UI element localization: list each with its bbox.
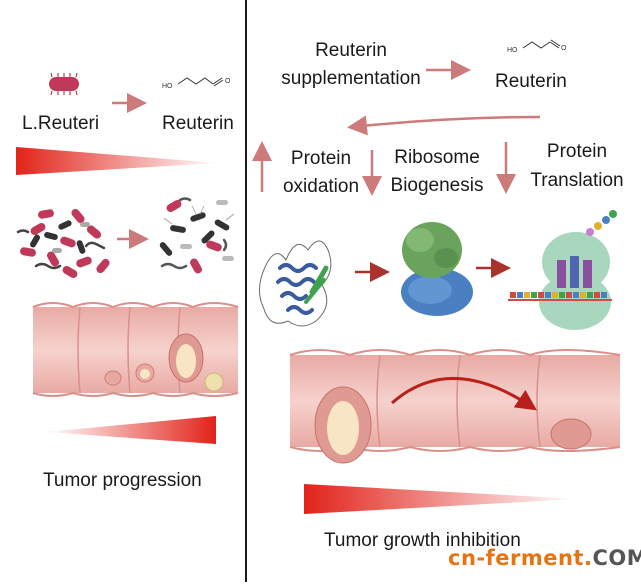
protein-translation-line2: Translation — [530, 170, 624, 191]
svg-text:O: O — [561, 45, 567, 52]
watermark-dot: . — [583, 546, 593, 570]
svg-text:HO: HO — [507, 47, 518, 54]
reuterin-label-left: Reuterin — [162, 113, 234, 134]
watermark-prefix: cn-ferment — [448, 546, 584, 570]
tumor-growth-inhibition-label: Tumor growth inhibition — [324, 530, 521, 551]
protein-oxidation-line2: oxidation — [282, 176, 360, 197]
translation-complex-icon — [508, 210, 617, 330]
watermark: cn-ferment.COM — [448, 546, 641, 570]
reuterin-label-right: Reuterin — [495, 71, 567, 92]
tumor-inhibition-gradient — [304, 484, 578, 514]
lreuteri-bacterium-icon — [49, 72, 79, 96]
svg-text:HO: HO — [162, 83, 173, 90]
tumor-progression-label: Tumor progression — [43, 470, 202, 491]
reuterin-molecule-icon-left: HO O — [162, 77, 231, 90]
bacteria-cluster-after — [159, 197, 235, 274]
ribosome-biogenesis-line1: Ribosome — [394, 147, 480, 168]
reuterin-molecule-icon-right: HO O — [507, 39, 567, 54]
reuterin-supplementation-line1: Reuterin — [315, 40, 387, 61]
colon-tissue-right — [289, 349, 621, 464]
protein-oxidation-line1: Protein — [290, 148, 352, 169]
lreuteri-label: L.Reuteri — [22, 113, 100, 134]
watermark-suffix: COM — [592, 546, 641, 570]
bacteria-cluster-before — [16, 208, 110, 278]
svg-text:O: O — [225, 78, 231, 85]
ribosome-icon — [401, 222, 473, 316]
reuterin-supplementation-line2: supplementation — [281, 68, 421, 89]
tumor-shrink-arrow — [391, 377, 537, 411]
protein-translation-line1: Protein — [546, 141, 608, 162]
tumor-progression-gradient — [46, 416, 216, 444]
ribosome-biogenesis-line2: Biogenesis — [390, 175, 484, 196]
protein-structure-icon — [259, 240, 332, 327]
colon-tissue-left — [32, 302, 239, 397]
reuterin-return-arrow — [347, 115, 541, 136]
reuterin-level-gradient-left — [16, 147, 218, 175]
